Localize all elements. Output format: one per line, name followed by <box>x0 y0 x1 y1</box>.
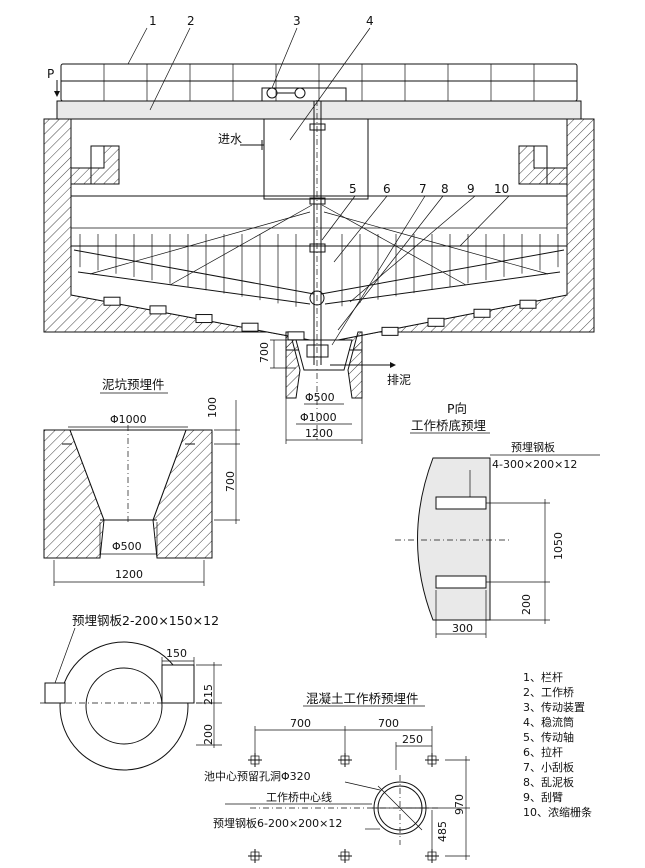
legend-item-10: 10、浓缩栅条 <box>523 805 592 819</box>
p-view-subtitle: 工作桥底预埋 <box>411 418 487 433</box>
sludge-pit-depth: 700 <box>224 471 237 492</box>
legend-item-6: 6、拉杆 <box>523 745 563 759</box>
inlet-pipe <box>240 140 264 150</box>
legend-item-8: 8、乱泥板 <box>523 775 574 789</box>
scraper-blade <box>103 296 121 306</box>
scraper-blade <box>473 308 491 318</box>
legend-item-3: 3、传动装置 <box>523 701 585 714</box>
scraper-blade <box>427 317 445 327</box>
scraper-blade <box>149 305 167 315</box>
work-bridge <box>56 100 582 120</box>
part-number-4: 4 <box>366 14 374 28</box>
pit-bottom-dim: Φ500 <box>305 391 335 404</box>
sludge-pit-top-dia: Φ1000 <box>110 413 147 426</box>
part-number-3: 3 <box>293 14 301 28</box>
part-number-8: 8 <box>441 182 449 196</box>
p-view-plate-spec: 4-300×200×12 <box>492 458 577 471</box>
pit-top-dim: Φ1000 <box>300 411 337 424</box>
bridge-centerline-label: 工作桥中心线 <box>266 790 332 804</box>
part-number-2: 2 <box>187 14 195 28</box>
rake-assembly <box>71 204 567 341</box>
legend-item-2: 2、工作桥 <box>523 686 574 699</box>
scraper-blade <box>519 299 537 309</box>
sludge-outlet-label: 排泥 <box>387 373 411 387</box>
embed-plate-mark <box>425 849 439 863</box>
embed-plate-mark <box>248 849 262 863</box>
sludge-pit-top-depth: 100 <box>206 397 219 418</box>
bridge-dim-700a: 700 <box>290 717 311 730</box>
legend-item-7: 7、小刮板 <box>523 760 574 774</box>
embed-plate-mark <box>425 753 439 767</box>
water-inlet-label: 进水 <box>218 132 242 146</box>
bridge-plate-label: 预埋钢板6-200×200×12 <box>213 816 342 830</box>
p-view-offset-dim: 200 <box>520 594 533 615</box>
part-number-5: 5 <box>349 182 357 196</box>
legend-item-1: 1、栏杆 <box>523 670 563 684</box>
sludge-pit-title: 泥坑预埋件 <box>102 377 165 392</box>
scraper-blade <box>241 322 259 332</box>
direction-p-label: P <box>47 67 54 81</box>
bridge-embed-plan <box>225 705 470 863</box>
p-view-spacing-dim: 1050 <box>552 532 565 560</box>
plate-ring-dim-200: 200 <box>202 724 215 745</box>
bridge-embed-title: 混凝土工作桥预埋件 <box>306 691 419 706</box>
part-number-7: 7 <box>419 182 427 196</box>
p-view-plate-label: 预埋钢板 <box>511 440 555 454</box>
legend-item-9: 9、刮臂 <box>523 790 563 804</box>
sludge-pit-width: 1200 <box>115 568 143 581</box>
legend-item-5: 5、传动轴 <box>523 730 574 744</box>
legend-item-4: 4、稳流筒 <box>523 715 574 729</box>
p-view-width-dim: 300 <box>452 622 473 635</box>
bridge-dim-970: 970 <box>453 794 466 815</box>
part-number-10: 10 <box>494 182 509 196</box>
embed-plate-mark <box>248 753 262 767</box>
plate-ring-dim-215: 215 <box>202 684 215 705</box>
part-number-9: 9 <box>467 182 475 196</box>
main-elevation <box>43 27 595 444</box>
pit-width-dim: 1200 <box>305 427 333 440</box>
bridge-dim-250: 250 <box>402 733 423 746</box>
drive-device <box>261 87 347 102</box>
p-view-title: P向 <box>447 401 467 416</box>
parts-legend: 1、栏杆 2、工作桥 3、传动装置 4、稳流筒 5、传动轴 6、拉杆 7、小刮板… <box>523 670 592 819</box>
part-number-6: 6 <box>383 182 391 196</box>
flow-stabilizer <box>263 118 369 200</box>
scraper-blade <box>195 314 213 324</box>
embed-plate-mark <box>338 849 352 863</box>
bridge-dim-700b: 700 <box>378 717 399 730</box>
railing <box>60 63 578 102</box>
bridge-hole-label: 池中心预留孔洞Φ320 <box>204 770 311 783</box>
bridge-dim-485: 485 <box>436 821 449 842</box>
part-number-1: 1 <box>149 14 157 28</box>
scraper-blade <box>381 326 399 336</box>
plate-ring-title: 预埋钢板2-200×150×12 <box>72 613 219 628</box>
pit-depth-dim: 700 <box>258 342 271 363</box>
drive-shaft <box>306 101 329 365</box>
plate-ring-dim-150: 150 <box>166 647 187 660</box>
bottom-pit <box>285 331 363 399</box>
sludge-pit-bottom-dia: Φ500 <box>112 540 142 553</box>
plate-ring-detail <box>40 627 222 771</box>
sludge-pit-detail <box>43 392 240 586</box>
p-view-detail <box>395 432 600 638</box>
scraper-blade <box>287 331 305 341</box>
embed-plate-mark <box>338 753 352 767</box>
